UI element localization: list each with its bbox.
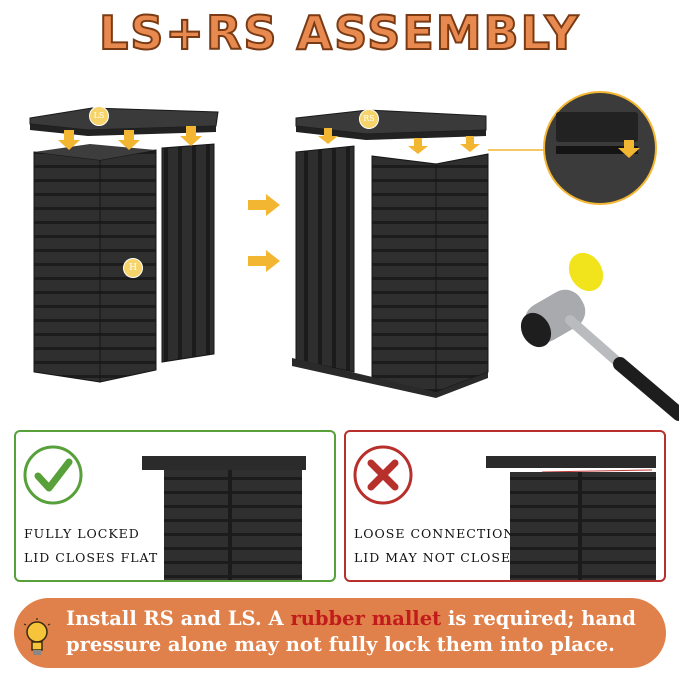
tip-text-after: is required; hand pressure alone may not…	[66, 607, 636, 656]
loose-lid-image	[486, 456, 656, 580]
left-assembly	[29, 107, 219, 383]
check-icon	[23, 445, 83, 505]
bad-line-2: LID MAY NOT CLOSE	[354, 550, 512, 565]
locked-lid-image	[142, 456, 306, 580]
tip-banner	[14, 598, 666, 668]
label-ls: LS	[89, 106, 109, 126]
bad-line-1: LOOSE CONNECTION	[354, 526, 516, 541]
label-rs: RS	[359, 109, 379, 129]
right-assembly	[292, 109, 489, 398]
label-h: H	[123, 258, 143, 278]
tip-text: Install RS and LS. A rubber mallet is re…	[66, 606, 666, 658]
page-title: LS+RS ASSEMBLY	[98, 5, 581, 61]
good-line-2: LID CLOSES FLAT	[24, 550, 159, 565]
direction-arrows	[248, 194, 280, 272]
x-icon	[353, 445, 413, 505]
rubber-mallet-icon	[520, 252, 679, 421]
tip-text-before: Install RS and LS. A	[66, 607, 291, 630]
lightbulb-icon	[23, 618, 51, 655]
tip-text-highlight: rubber mallet	[290, 607, 442, 630]
good-line-1: FULLY LOCKED	[24, 526, 140, 541]
